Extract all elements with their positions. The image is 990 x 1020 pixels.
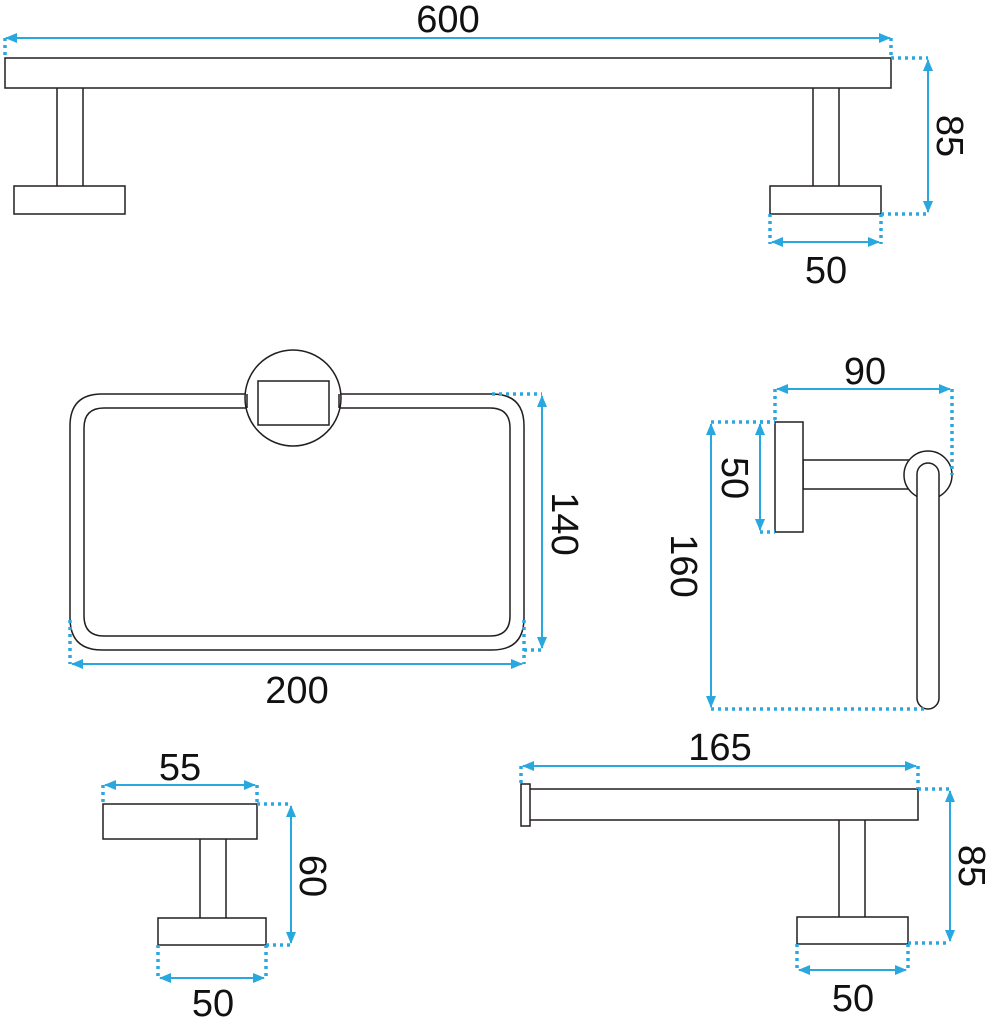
towel-ring-width-label: 200	[265, 670, 328, 712]
towel-holder-arm	[802, 459, 922, 490]
towel-holder-wall-plate	[774, 421, 804, 533]
towel-holder-drop-label: 160	[662, 534, 704, 597]
robe-hook-height-label: 60	[291, 855, 333, 897]
robe-hook-base-label: 50	[192, 983, 234, 1020]
towel-bar-left-base	[13, 185, 126, 215]
paper-holder-base	[796, 916, 909, 945]
robe-hook	[102, 803, 267, 946]
towel-holder-plate-label: 50	[713, 457, 755, 499]
paper-holder-post	[838, 813, 866, 921]
towel-ring-clamp	[257, 380, 330, 426]
paper-holder-rail	[528, 788, 919, 821]
robe-hook-top-bar	[102, 803, 258, 840]
towel-bar	[4, 57, 892, 215]
towel-ring-height-label: 140	[543, 492, 585, 555]
towel-ring	[69, 349, 525, 651]
towel-holder-dimensions: 90 50 160	[662, 351, 954, 711]
paper-holder-base-label: 50	[832, 978, 874, 1020]
paper-holder	[520, 783, 919, 945]
towel-ring-frame	[69, 393, 525, 651]
towel-bar-height-label: 85	[928, 115, 970, 157]
paper-holder-end-cap	[520, 783, 531, 827]
paper-holder-length-label: 165	[688, 727, 751, 769]
robe-hook-dimensions: 55 60 50	[101, 747, 333, 1020]
towel-bar-left-post	[56, 83, 84, 189]
towel-bar-right-post	[812, 83, 840, 189]
robe-hook-width-label: 55	[159, 747, 201, 789]
towel-bar-dimensions: 600 85 50	[3, 0, 970, 292]
robe-hook-post	[199, 831, 227, 921]
towel-ring-dimensions: 140 200	[68, 392, 585, 712]
towel-holder-hanger	[916, 462, 940, 710]
paper-holder-height-label: 85	[950, 845, 990, 887]
towel-holder	[774, 421, 953, 710]
robe-hook-base	[157, 917, 267, 946]
towel-bar-length-label: 600	[416, 0, 479, 41]
towel-bar-rail	[4, 57, 892, 89]
towel-bar-right-base	[769, 185, 882, 215]
paper-holder-dimensions: 165 85 50	[519, 727, 990, 1020]
towel-bar-base-label: 50	[805, 250, 847, 292]
towel-holder-depth-label: 90	[844, 351, 886, 393]
